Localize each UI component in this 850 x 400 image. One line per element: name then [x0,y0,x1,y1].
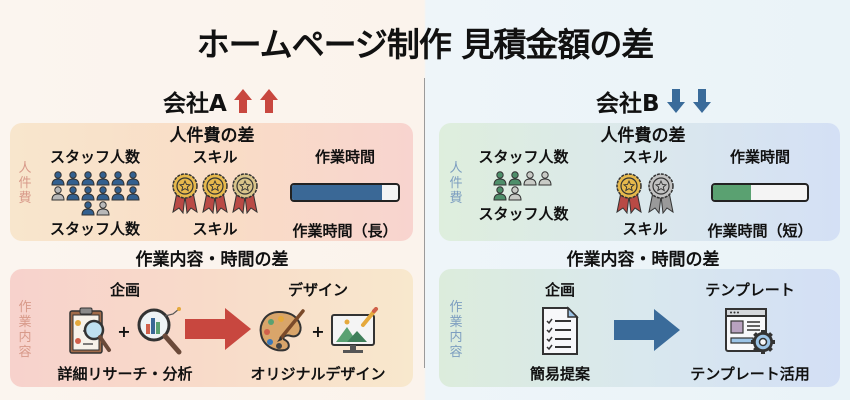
medal-icon [232,173,258,214]
medal-icon [172,173,198,214]
arrow-down-icon [692,89,711,113]
company-a-work-side-label: 作業内容 [18,300,32,360]
company-a-skill: スキル スキル [170,146,260,239]
page-title: ホームページ制作 見積金額の差 [196,25,655,64]
company-b-work-side-label: 作業内容 [449,300,463,360]
template-label: テンプレート [705,281,795,299]
person-icon [125,186,140,201]
planning-label: 企画 [109,281,140,299]
design-icons: + [243,305,393,357]
person-icon [95,171,110,186]
skill-label-bottom: スキル [622,220,668,238]
person-icon [492,186,507,201]
person-icon [110,186,125,201]
person-icon [80,186,95,201]
company-a-planning: 企画 + 詳細リサーチ・分析 [45,279,205,384]
arrow-up-icon [233,89,252,113]
person-icon [65,186,80,201]
company-b-header: 会社B [596,84,712,118]
person-icon [50,171,65,186]
company-a-design: デザイン + オリジナルデザイン [243,279,393,384]
planning-icons: + [45,305,205,357]
person-icon [95,186,110,201]
work-hours-bar [290,183,400,202]
arrow-up-icon [259,89,278,113]
work-hours-bar-fill [713,185,751,200]
skill-label-bottom: スキル [192,220,238,238]
hours-label-bottom: 作業時間（短） [707,222,813,240]
paint-palette-icon [259,309,306,352]
person-icon [537,171,552,186]
medal-icon [648,173,674,214]
design-detail-label: オリジナルデザイン [250,365,386,383]
company-a-labor-side-label: 人件費 [18,161,32,206]
person-icon [95,201,110,216]
process-arrow-icon [614,309,680,351]
person-icon [80,171,95,186]
company-b-skill: スキル スキル [600,146,690,239]
design-label: デザイン [287,281,348,299]
planning-detail-label: 詳細リサーチ・分析 [57,365,193,383]
company-b-planning: 企画 簡易提案 [505,279,615,384]
plus-sign: + [311,321,325,341]
medal-icons [600,171,690,215]
person-icon [125,171,140,186]
company-a-staff: スタッフ人数 スタッフ人数 [40,146,150,239]
work-hours-bar [711,183,809,202]
process-arrow-icon [185,308,251,350]
staff-label-top: スタッフ人数 [49,148,140,166]
staff-label-bottom: スタッフ人数 [478,205,569,223]
company-b-work-title: 作業内容・時間の差 [566,250,720,270]
magnifier-chart-icon [137,307,182,355]
staff-label-top: スタッフ人数 [478,148,569,166]
template-gear-icon [725,308,775,354]
person-icon [507,171,522,186]
company-b-name: 会社B [596,91,660,117]
company-a-hours: 作業時間 作業時間（長） [285,146,405,241]
person-icon [80,201,95,216]
arrow-down-icon [666,89,685,113]
checklist-document-icon [542,306,579,355]
center-divider [424,78,425,368]
planning-icons [505,305,615,357]
plus-sign: + [117,321,131,341]
hours-label-bottom: 作業時間（長） [292,222,398,240]
person-icon [507,186,522,201]
person-icon [522,171,537,186]
hours-label-top: 作業時間 [729,148,790,166]
person-icon [50,186,65,201]
medal-icon [616,173,642,214]
template-detail-label: テンプレート活用 [690,365,810,383]
work-hours-bar-fill [292,185,383,200]
monitor-image-pencil-icon [330,307,378,353]
medal-icons [170,171,260,215]
person-icon [492,171,507,186]
company-a-name: 会社A [163,91,227,117]
hours-label-top: 作業時間 [314,148,375,166]
company-a-header: 会社A [163,84,279,118]
company-b-labor-side-label: 人件費 [449,161,463,206]
planning-label: 企画 [544,281,575,299]
staff-icons [43,171,147,216]
company-a-work-title: 作業内容・時間の差 [135,250,289,270]
company-b-labor-title: 人件費の差 [600,126,686,146]
company-b-staff: スタッフ人数 スタッフ人数 [466,146,581,224]
person-icon [110,171,125,186]
template-icons [675,305,825,357]
staff-icons [492,171,552,201]
skill-label-top: スキル [622,148,668,166]
company-b-hours: 作業時間 作業時間（短） [700,146,820,241]
skill-label-top: スキル [192,148,238,166]
company-b-template: テンプレート テンプレート活用 [675,279,825,384]
company-a-labor-title: 人件費の差 [169,126,255,146]
person-icon [65,171,80,186]
medal-icon [202,173,228,214]
planning-detail-label: 簡易提案 [529,365,590,383]
clipboard-search-icon [69,307,112,354]
staff-label-bottom: スタッフ人数 [49,220,140,238]
